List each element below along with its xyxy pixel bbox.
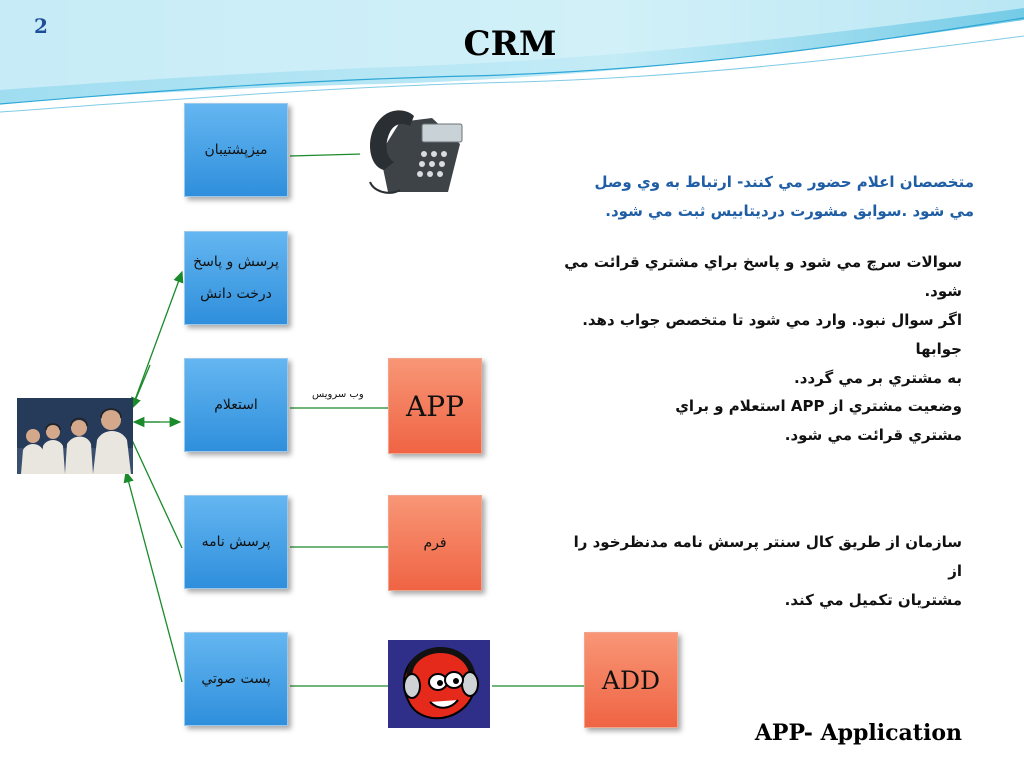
questionnaire-description: سازمان از طريق كال سنتر پرسش نامه مدنظرخ… bbox=[560, 528, 962, 615]
web-service-label: وب سرويس bbox=[312, 389, 364, 400]
telephone-icon bbox=[360, 104, 472, 206]
form-label: فرم bbox=[423, 535, 446, 551]
app-box: APP bbox=[388, 358, 482, 454]
qa-description-line3: به مشتري بر مي گردد. bbox=[540, 364, 962, 393]
questionnaire-box: پرسش نامه bbox=[184, 495, 288, 589]
inquiry-label: استعلام bbox=[214, 389, 258, 421]
connector-agents-qa bbox=[132, 272, 182, 408]
connector-agents-questionnaire bbox=[132, 440, 182, 548]
questionnaire-label: پرسش نامه bbox=[202, 526, 271, 558]
qa-description-line1: سوالات سرچ مي شود و پاسخ براي مشتري قرائ… bbox=[540, 248, 962, 306]
voicemail-label: پست صوتي bbox=[201, 663, 270, 695]
qa-knowledge-tree-box: پرسش و پاسخ درخت دانش bbox=[184, 231, 288, 325]
inquiry-description: وضعيت مشتري از APP استعلام و براي مشتري … bbox=[640, 392, 962, 450]
support-desk-box: ميزپشتيبان bbox=[184, 103, 288, 197]
call-center-agents-photo bbox=[17, 398, 133, 474]
add-label: ADD bbox=[602, 666, 660, 695]
questionnaire-description-line2: مشتريان تكميل مي كند. bbox=[560, 586, 962, 615]
connector-voicemail-agents bbox=[126, 472, 182, 682]
qa-label-line1: پرسش و پاسخ bbox=[193, 246, 279, 278]
inquiry-description-line2: مشتري قرائت مي شود. bbox=[640, 421, 962, 450]
connector-qa-agents bbox=[132, 365, 150, 408]
voicemail-box: پست صوتي bbox=[184, 632, 288, 726]
questionnaire-description-line1: سازمان از طريق كال سنتر پرسش نامه مدنظرخ… bbox=[560, 528, 962, 586]
support-description: متخصصان اعلام حضور مي كنند- ارتباط به وي… bbox=[560, 168, 974, 226]
cartoon-mascot-icon bbox=[388, 640, 490, 728]
support-description-line1: متخصصان اعلام حضور مي كنند- ارتباط به وي… bbox=[560, 168, 974, 197]
connector-support-phone bbox=[290, 154, 362, 156]
add-box: ADD bbox=[584, 632, 678, 728]
qa-description-line2: اگر سوال نبود. وارد مي شود تا متخصص جواب… bbox=[540, 306, 962, 364]
support-description-line2: مي شود .سوابق مشورت درديتابيس ثبت مي شود… bbox=[560, 197, 974, 226]
support-desk-label: ميزپشتيبان bbox=[204, 134, 267, 166]
qa-label-line2: درخت دانش bbox=[200, 278, 272, 310]
qa-description: سوالات سرچ مي شود و پاسخ براي مشتري قرائ… bbox=[540, 248, 962, 393]
form-box: فرم bbox=[388, 495, 482, 591]
inquiry-box: استعلام bbox=[184, 358, 288, 452]
inquiry-description-line1: وضعيت مشتري از APP استعلام و براي bbox=[640, 392, 962, 421]
footer-legend: APP- Application bbox=[740, 720, 962, 746]
app-label: APP bbox=[406, 390, 464, 423]
